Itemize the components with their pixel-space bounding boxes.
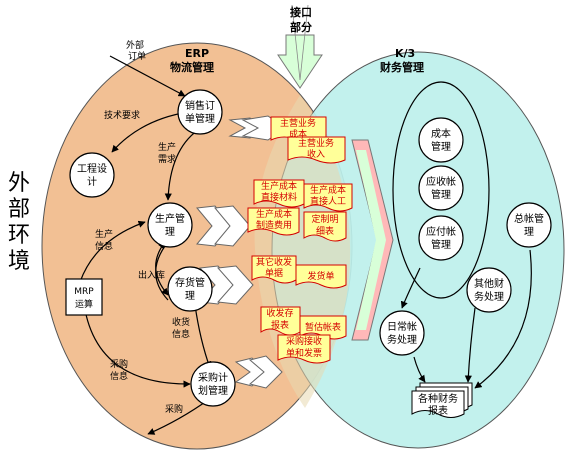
svg-text:细表: 细表 — [316, 225, 334, 237]
k3-cost: 成本 管理 — [418, 117, 464, 163]
node-production: 生产管 理 — [147, 202, 193, 248]
label-purchase-info-1: 采购 — [110, 358, 128, 370]
doc-prod-overhead — [247, 207, 300, 236]
svg-text:成本: 成本 — [289, 128, 307, 140]
svg-text:务处理: 务处理 — [474, 290, 504, 303]
node-engineering: 工程设 计 — [69, 152, 115, 198]
node-purchase-plan: 采购计 划管理 — [190, 361, 236, 407]
svg-text:工程设: 工程设 — [77, 163, 107, 175]
k3-subtitle: 财务管理 — [379, 60, 424, 74]
interface-label-2: 部分 — [290, 20, 312, 34]
svg-text:外: 外 — [8, 171, 30, 196]
svg-text:环: 环 — [8, 223, 30, 248]
label-ext-order-2: 订单 — [128, 50, 146, 62]
svg-text:部: 部 — [8, 197, 30, 222]
svg-text:报表: 报表 — [271, 319, 289, 331]
svg-text:MRP: MRP — [74, 287, 94, 297]
doc-prod-material — [253, 179, 305, 208]
erp-subtitle: 物流管理 — [170, 60, 214, 74]
svg-text:单据: 单据 — [265, 267, 283, 279]
svg-text:管理: 管理 — [431, 238, 451, 251]
svg-text:发货单: 发货单 — [307, 270, 334, 282]
svg-text:直接材料: 直接材料 — [261, 191, 297, 203]
svg-text:应付帐: 应付帐 — [426, 225, 456, 238]
node-mrp: MRP 运算 — [65, 278, 103, 316]
label-purchase-info-2: 信息 — [110, 370, 128, 382]
k3-other-fin: 其他财 务处理 — [466, 267, 512, 313]
label-prod-demand-2: 需求 — [158, 153, 176, 165]
interface-arrow — [277, 34, 323, 89]
svg-text:理: 理 — [524, 226, 534, 238]
svg-text:计: 计 — [87, 175, 97, 188]
svg-text:收入: 收入 — [307, 148, 325, 160]
external-env-label: 外 部 环 境 — [8, 171, 30, 274]
svg-text:单管理: 单管理 — [185, 112, 215, 125]
doc-main-income — [287, 136, 346, 164]
svg-text:务处理: 务处理 — [387, 333, 417, 346]
label-in-out: 出入库 — [138, 269, 165, 281]
svg-text:生产管: 生产管 — [155, 212, 185, 225]
doc-purchase-receipt — [277, 334, 331, 364]
svg-text:生产成本: 生产成本 — [261, 180, 297, 192]
svg-text:其它收发: 其它收发 — [256, 256, 292, 268]
svg-text:划管理: 划管理 — [198, 384, 228, 397]
label-purchase: 采购 — [165, 403, 183, 415]
svg-text:总帐管: 总帐管 — [514, 212, 544, 225]
svg-text:运算: 运算 — [75, 298, 93, 310]
svg-text:采购计: 采购计 — [198, 371, 228, 384]
svg-text:定制明: 定制明 — [311, 213, 338, 225]
flow-chevrons — [196, 115, 286, 389]
k3-ar: 应收帐 管理 — [418, 165, 464, 211]
erp-title: ERP — [185, 47, 209, 60]
label-tech-req: 技术要求 — [104, 109, 140, 121]
svg-text:暂估帐表: 暂估帐表 — [305, 321, 341, 333]
k3-reports-label-2: 报表 — [428, 404, 448, 417]
svg-text:采购接收: 采购接收 — [286, 335, 322, 347]
svg-text:应收帐: 应收帐 — [426, 175, 456, 188]
node-sales-order: 销售订 单管理 — [177, 89, 223, 135]
svg-text:销售订: 销售订 — [185, 99, 215, 112]
svg-text:主营业务: 主营业务 — [280, 117, 316, 129]
svg-text:成本: 成本 — [431, 127, 451, 140]
svg-text:主营业务: 主营业务 — [298, 137, 334, 149]
label-receipt-2: 信息 — [172, 328, 190, 340]
svg-text:生产成本: 生产成本 — [256, 208, 292, 220]
svg-text:存货管: 存货管 — [175, 276, 205, 289]
node-inventory: 存货管 理 — [167, 266, 213, 312]
k3-reports-label-1: 各种财务 — [418, 392, 458, 405]
k3-core-ellipse — [392, 81, 490, 299]
k3-title: K/3 — [395, 47, 415, 60]
label-receipt-1: 收货 — [172, 316, 190, 328]
svg-text:其他财: 其他财 — [474, 277, 504, 290]
svg-text:直接人工: 直接人工 — [310, 195, 346, 207]
label-prod-info-2: 信息 — [95, 240, 113, 252]
label-prod-info-1: 生产 — [95, 228, 113, 240]
svg-text:管理: 管理 — [431, 140, 451, 153]
k3-gl: 总帐管 理 — [506, 202, 552, 248]
k3-reports — [411, 382, 473, 418]
svg-text:单和发票: 单和发票 — [286, 347, 322, 359]
label-ext-order-1: 外部 — [126, 39, 144, 51]
svg-text:日常帐: 日常帐 — [387, 320, 417, 333]
label-prod-demand-1: 生产 — [158, 141, 176, 153]
doc-statements — [303, 211, 347, 242]
svg-text:收发存: 收发存 — [266, 307, 293, 319]
doc-prod-labor — [303, 183, 353, 212]
interface-label-1: 接口 — [290, 5, 312, 19]
k3-ap: 应付帐 管理 — [418, 215, 464, 261]
doc-other-io — [251, 255, 297, 284]
svg-text:理: 理 — [185, 290, 195, 302]
doc-receipt-report — [260, 306, 301, 336]
svg-text:生产成本: 生产成本 — [310, 184, 346, 196]
svg-text:管理: 管理 — [431, 188, 451, 201]
svg-text:理: 理 — [165, 226, 175, 238]
k3-daily: 日常帐 务处理 — [379, 310, 425, 356]
svg-text:制造费用: 制造费用 — [256, 219, 292, 231]
doc-delivery — [295, 264, 347, 289]
svg-text:境: 境 — [8, 249, 30, 274]
